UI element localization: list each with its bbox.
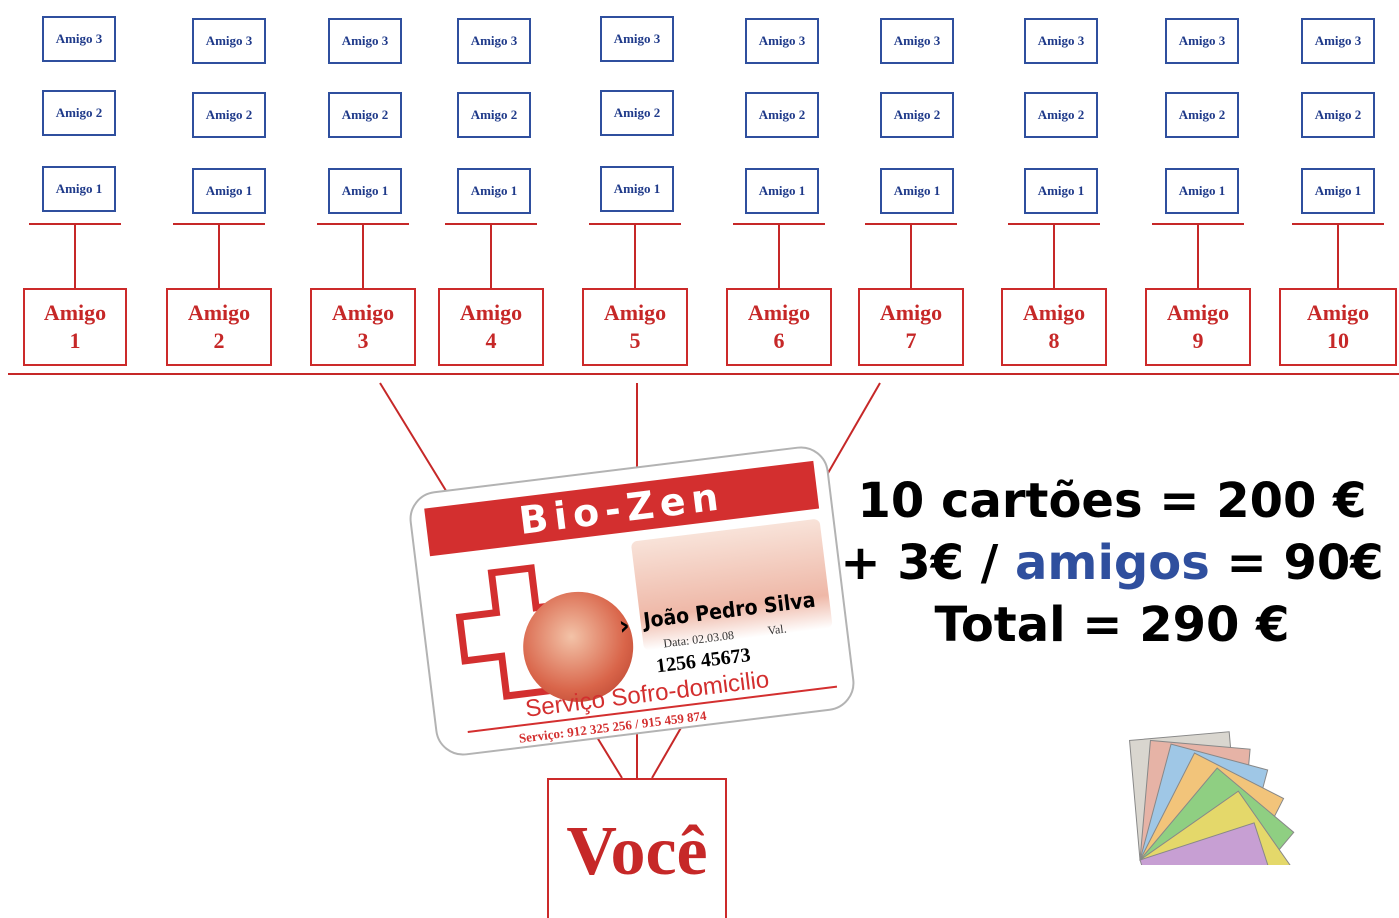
sub-friend-box: Amigo 1 [1301,168,1375,214]
friend-number: 6 [773,328,785,353]
friend-number: 10 [1327,328,1349,353]
sub-friend-box: Amigo 1 [600,166,674,212]
branch-stem [1337,224,1339,288]
bio-zen-card: Bio-Zen › João Pedro Silva Data: 02.03.0… [406,443,858,759]
card-brand: Bio-Zen [516,474,727,543]
sub-friend-box: Amigo 3 [745,18,819,64]
friend-number: 3 [357,328,369,353]
sub-friend-box: Amigo 3 [880,18,954,64]
friends-baseline [8,373,1399,375]
friend-box: Amigo 9 [1145,288,1251,366]
branch-stem [362,224,364,288]
friend-box: Amigo 4 [438,288,544,366]
you-box: Você [547,778,727,918]
sub-friend-box: Amigo 2 [1165,92,1239,138]
sub-friend-box: Amigo 1 [1024,168,1098,214]
friend-label: Amigo [747,300,811,325]
sub-friend-box: Amigo 1 [880,168,954,214]
friend-number: 1 [69,328,81,353]
sub-friend-box: Amigo 3 [457,18,531,64]
friend-box: Amigo 1 [23,288,127,366]
sub-friend-box: Amigo 2 [328,92,402,138]
friend-label: Amigo [331,300,395,325]
chevron-right-icon: › [617,610,632,642]
friend-box: Amigo 3 [310,288,416,366]
sub-friend-box: Amigo 2 [1301,92,1375,138]
sub-friend-box: Amigo 2 [457,92,531,138]
sub-friend-box: Amigo 3 [328,18,402,64]
friend-label: Amigo [603,300,667,325]
summary-friends-highlight: amigos [1015,535,1210,591]
sub-friend-box: Amigo 1 [328,168,402,214]
friend-box: Amigo 2 [166,288,272,366]
card-validity: Val. [766,621,788,638]
sub-friend-box: Amigo 3 [1024,18,1098,64]
branch-stem [910,224,912,288]
friend-box: Amigo 10 [1279,288,1397,366]
sub-friend-box: Amigo 3 [1301,18,1375,64]
branch-stem [74,224,76,288]
sub-friend-box: Amigo 2 [1024,92,1098,138]
summary-friends-line: + 3€ / amigos = 90€ [832,532,1392,594]
sub-friend-box: Amigo 2 [600,90,674,136]
branch-stem [1053,224,1055,288]
friend-label: Amigo [879,300,943,325]
branch-stem [490,224,492,288]
sub-friend-box: Amigo 1 [192,168,266,214]
friend-number: 4 [485,328,497,353]
reward-summary: 10 cartões = 200 € + 3€ / amigos = 90€ T… [832,470,1392,656]
sub-friend-box: Amigo 1 [457,168,531,214]
friend-number: 5 [629,328,641,353]
friend-number: 8 [1048,328,1060,353]
friend-label: Amigo [1166,300,1230,325]
friend-label: Amigo [1306,300,1370,325]
friend-label: Amigo [1022,300,1086,325]
summary-total-line: Total = 290 € [934,597,1290,653]
friend-label: Amigo [43,300,107,325]
branch-stem [778,224,780,288]
friend-label: Amigo [459,300,523,325]
sub-friend-box: Amigo 3 [192,18,266,64]
sub-friend-box: Amigo 2 [42,90,116,136]
friend-number: 7 [905,328,917,353]
friend-box: Amigo 5 [582,288,688,366]
sub-friend-box: Amigo 3 [42,16,116,62]
sub-friend-box: Amigo 3 [1165,18,1239,64]
branch-stem [218,224,220,288]
sub-friend-box: Amigo 3 [600,16,674,62]
sub-friend-box: Amigo 2 [880,92,954,138]
summary-friends-suffix: = 90€ [1226,535,1384,591]
friend-box: Amigo 8 [1001,288,1107,366]
sub-friend-box: Amigo 1 [745,168,819,214]
friend-number: 2 [213,328,225,353]
euro-banknotes-illustration [1128,731,1297,865]
friend-box: Amigo 7 [858,288,964,366]
branch-stem [634,224,636,288]
friend-box: Amigo 6 [726,288,832,366]
friend-label: Amigo [187,300,251,325]
friend-number: 9 [1192,328,1204,353]
summary-cards-line: 10 cartões = 200 € [857,473,1367,529]
sub-friend-box: Amigo 1 [42,166,116,212]
sub-friend-box: Amigo 2 [745,92,819,138]
summary-friends-prefix: + 3€ / [840,535,999,591]
sub-friend-box: Amigo 1 [1165,168,1239,214]
branch-stem [1197,224,1199,288]
sub-friend-box: Amigo 2 [192,92,266,138]
